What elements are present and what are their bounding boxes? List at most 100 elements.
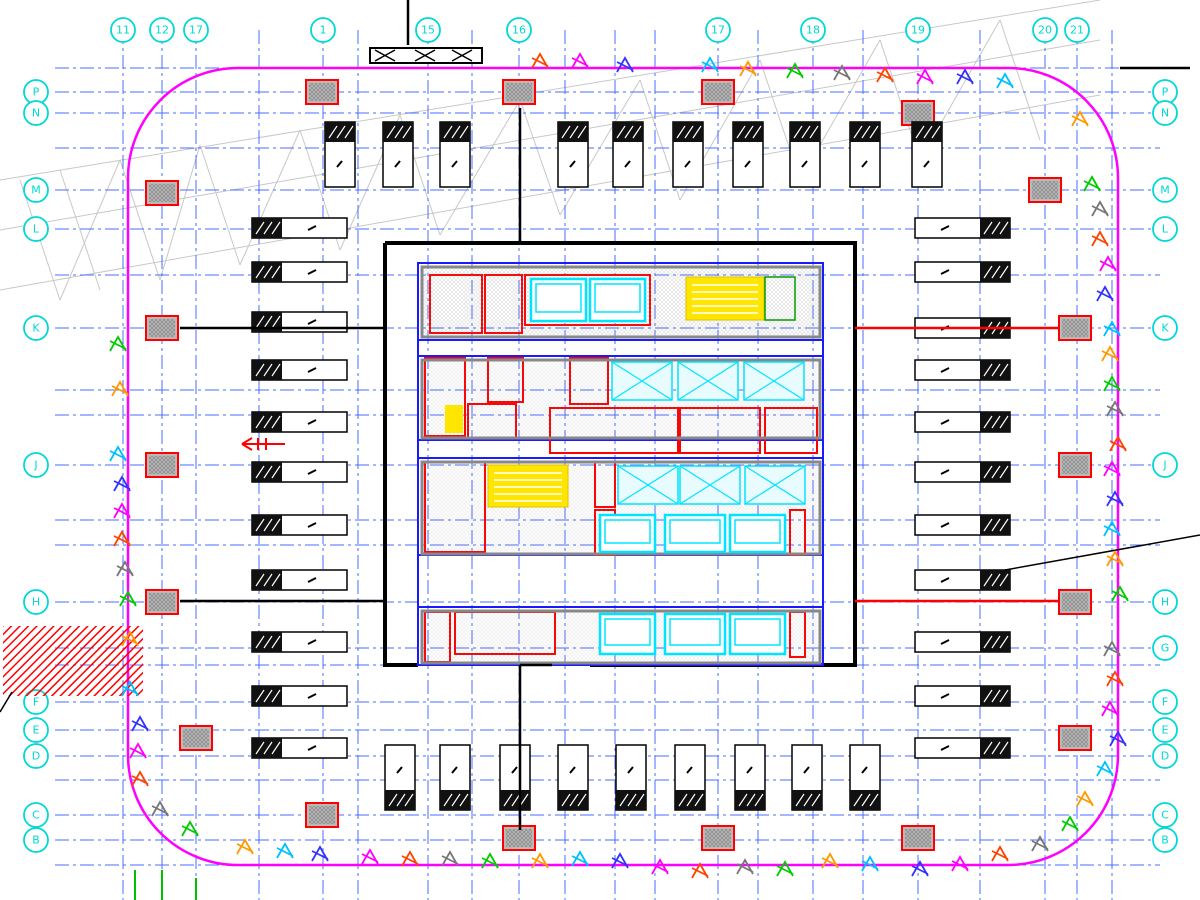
grid-bubble-label: D: [32, 750, 40, 763]
parking-stall: [734, 744, 766, 811]
stair-small: [445, 405, 463, 433]
perimeter-marker: [531, 52, 549, 69]
grid-bubble-label: 11: [116, 24, 130, 37]
parking-stall: [612, 121, 644, 188]
grid-bubble-label: D: [1161, 750, 1169, 763]
grid-bubble-column: 17: [705, 17, 731, 43]
elevator-shafts: [611, 361, 806, 505]
perimeter-marker: [951, 855, 969, 872]
parking-stall: [914, 569, 1011, 591]
grid-bubble-label: 12: [155, 24, 169, 37]
structural-column: [1058, 589, 1092, 615]
elevator-car: [728, 612, 787, 656]
grid-bubble-row-right: E: [1152, 717, 1178, 743]
grid-bubble-label: H: [1161, 596, 1169, 609]
grid-bubble-label: K: [1161, 322, 1169, 335]
parking-stall: [251, 569, 348, 591]
perimeter-marker: [1106, 400, 1124, 417]
structural-column: [901, 825, 935, 851]
structural-column: [1058, 452, 1092, 478]
grid-bubble-row-right: M: [1152, 177, 1178, 203]
elevator-cars: [529, 277, 787, 656]
parking-stall: [557, 744, 589, 811]
perimeter-marker: [276, 842, 294, 859]
grid-bubble-label: E: [1162, 724, 1169, 737]
perimeter-marker: [1103, 640, 1121, 657]
elevator-shaft: [677, 361, 739, 401]
grid-bubble-label: 1: [320, 24, 327, 37]
elevator-shaft: [617, 465, 679, 505]
parking-stall: [791, 744, 823, 811]
grid-bubble-column: 12: [149, 17, 175, 43]
parking-stalls: [251, 121, 1011, 811]
parking-stall: [384, 744, 416, 811]
perimeter-marker: [311, 845, 329, 862]
parking-stall: [914, 217, 1011, 239]
perimeter-marker: [996, 72, 1014, 89]
grid-bubble-column: 19: [905, 17, 931, 43]
perimeter-marker: [481, 852, 499, 869]
perimeter-marker: [1109, 435, 1127, 452]
perimeter-marker: [181, 820, 199, 837]
perimeter-marker: [611, 852, 629, 869]
perimeter-marker: [113, 475, 131, 492]
elevator-car: [598, 513, 657, 554]
perimeter-marker: [1071, 110, 1089, 127]
grid-bubble-column: 20: [1032, 17, 1058, 43]
parking-stall: [914, 359, 1011, 381]
perimeter-marker: [1076, 790, 1094, 807]
perimeter-markers: [109, 52, 1129, 879]
elevator-shaft: [744, 465, 806, 505]
grid-bubble-label: M: [1160, 184, 1170, 197]
grid-bubble-label: J: [1162, 459, 1166, 472]
perimeter-marker: [121, 630, 139, 647]
perimeter-marker: [531, 852, 549, 869]
perimeter-marker: [736, 858, 754, 875]
grid-bubble-label: C: [1161, 809, 1169, 822]
structural-column: [145, 180, 179, 206]
perimeter-marker: [111, 380, 129, 397]
parking-stall: [499, 744, 531, 811]
parking-stall: [324, 121, 356, 188]
grid-bubble-row-right: C: [1152, 802, 1178, 828]
perimeter-marker: [1083, 175, 1101, 192]
elevator-car: [728, 513, 787, 554]
grid-bubble-label: F: [1162, 696, 1168, 709]
perimeter-marker: [361, 848, 379, 865]
elevator-car: [663, 513, 727, 554]
parking-stall: [251, 261, 348, 283]
parking-stall: [789, 121, 821, 188]
perimeter-marker: [991, 845, 1009, 862]
grid-bubble-label: 15: [421, 24, 435, 37]
grid-bubble-column: 18: [800, 17, 826, 43]
grid-bubble-column: 17: [183, 17, 209, 43]
red-arrow-marker: [241, 437, 285, 451]
perimeter-marker: [1106, 490, 1124, 507]
perimeter-marker: [739, 60, 757, 77]
parking-stall: [382, 121, 414, 188]
grid-bubble-label: N: [1161, 107, 1169, 120]
parking-stall: [914, 461, 1011, 483]
perimeter-marker: [1106, 670, 1124, 687]
structural-column: [701, 825, 735, 851]
elevator-shaft: [611, 361, 673, 401]
parking-stall: [251, 631, 348, 653]
perimeter-marker: [1091, 200, 1109, 217]
grid-bubble-row-left: H: [23, 589, 49, 615]
grid-bubble-row-left: E: [23, 717, 49, 743]
parking-stall: [557, 121, 589, 188]
perimeter-marker: [131, 770, 149, 787]
parking-stall: [251, 514, 348, 536]
perimeter-marker: [119, 590, 137, 607]
perimeter-marker: [236, 838, 254, 855]
grid-bubble-label: H: [32, 596, 40, 609]
grid-bubble-label: 17: [711, 24, 725, 37]
core-grey-walls: [420, 265, 822, 665]
parking-stall: [914, 261, 1011, 283]
perimeter-marker: [1101, 700, 1119, 717]
parking-stall: [914, 737, 1011, 759]
grid-bubble-label: B: [1161, 834, 1169, 847]
perimeter-marker: [876, 66, 894, 83]
perimeter-marker: [129, 742, 147, 759]
